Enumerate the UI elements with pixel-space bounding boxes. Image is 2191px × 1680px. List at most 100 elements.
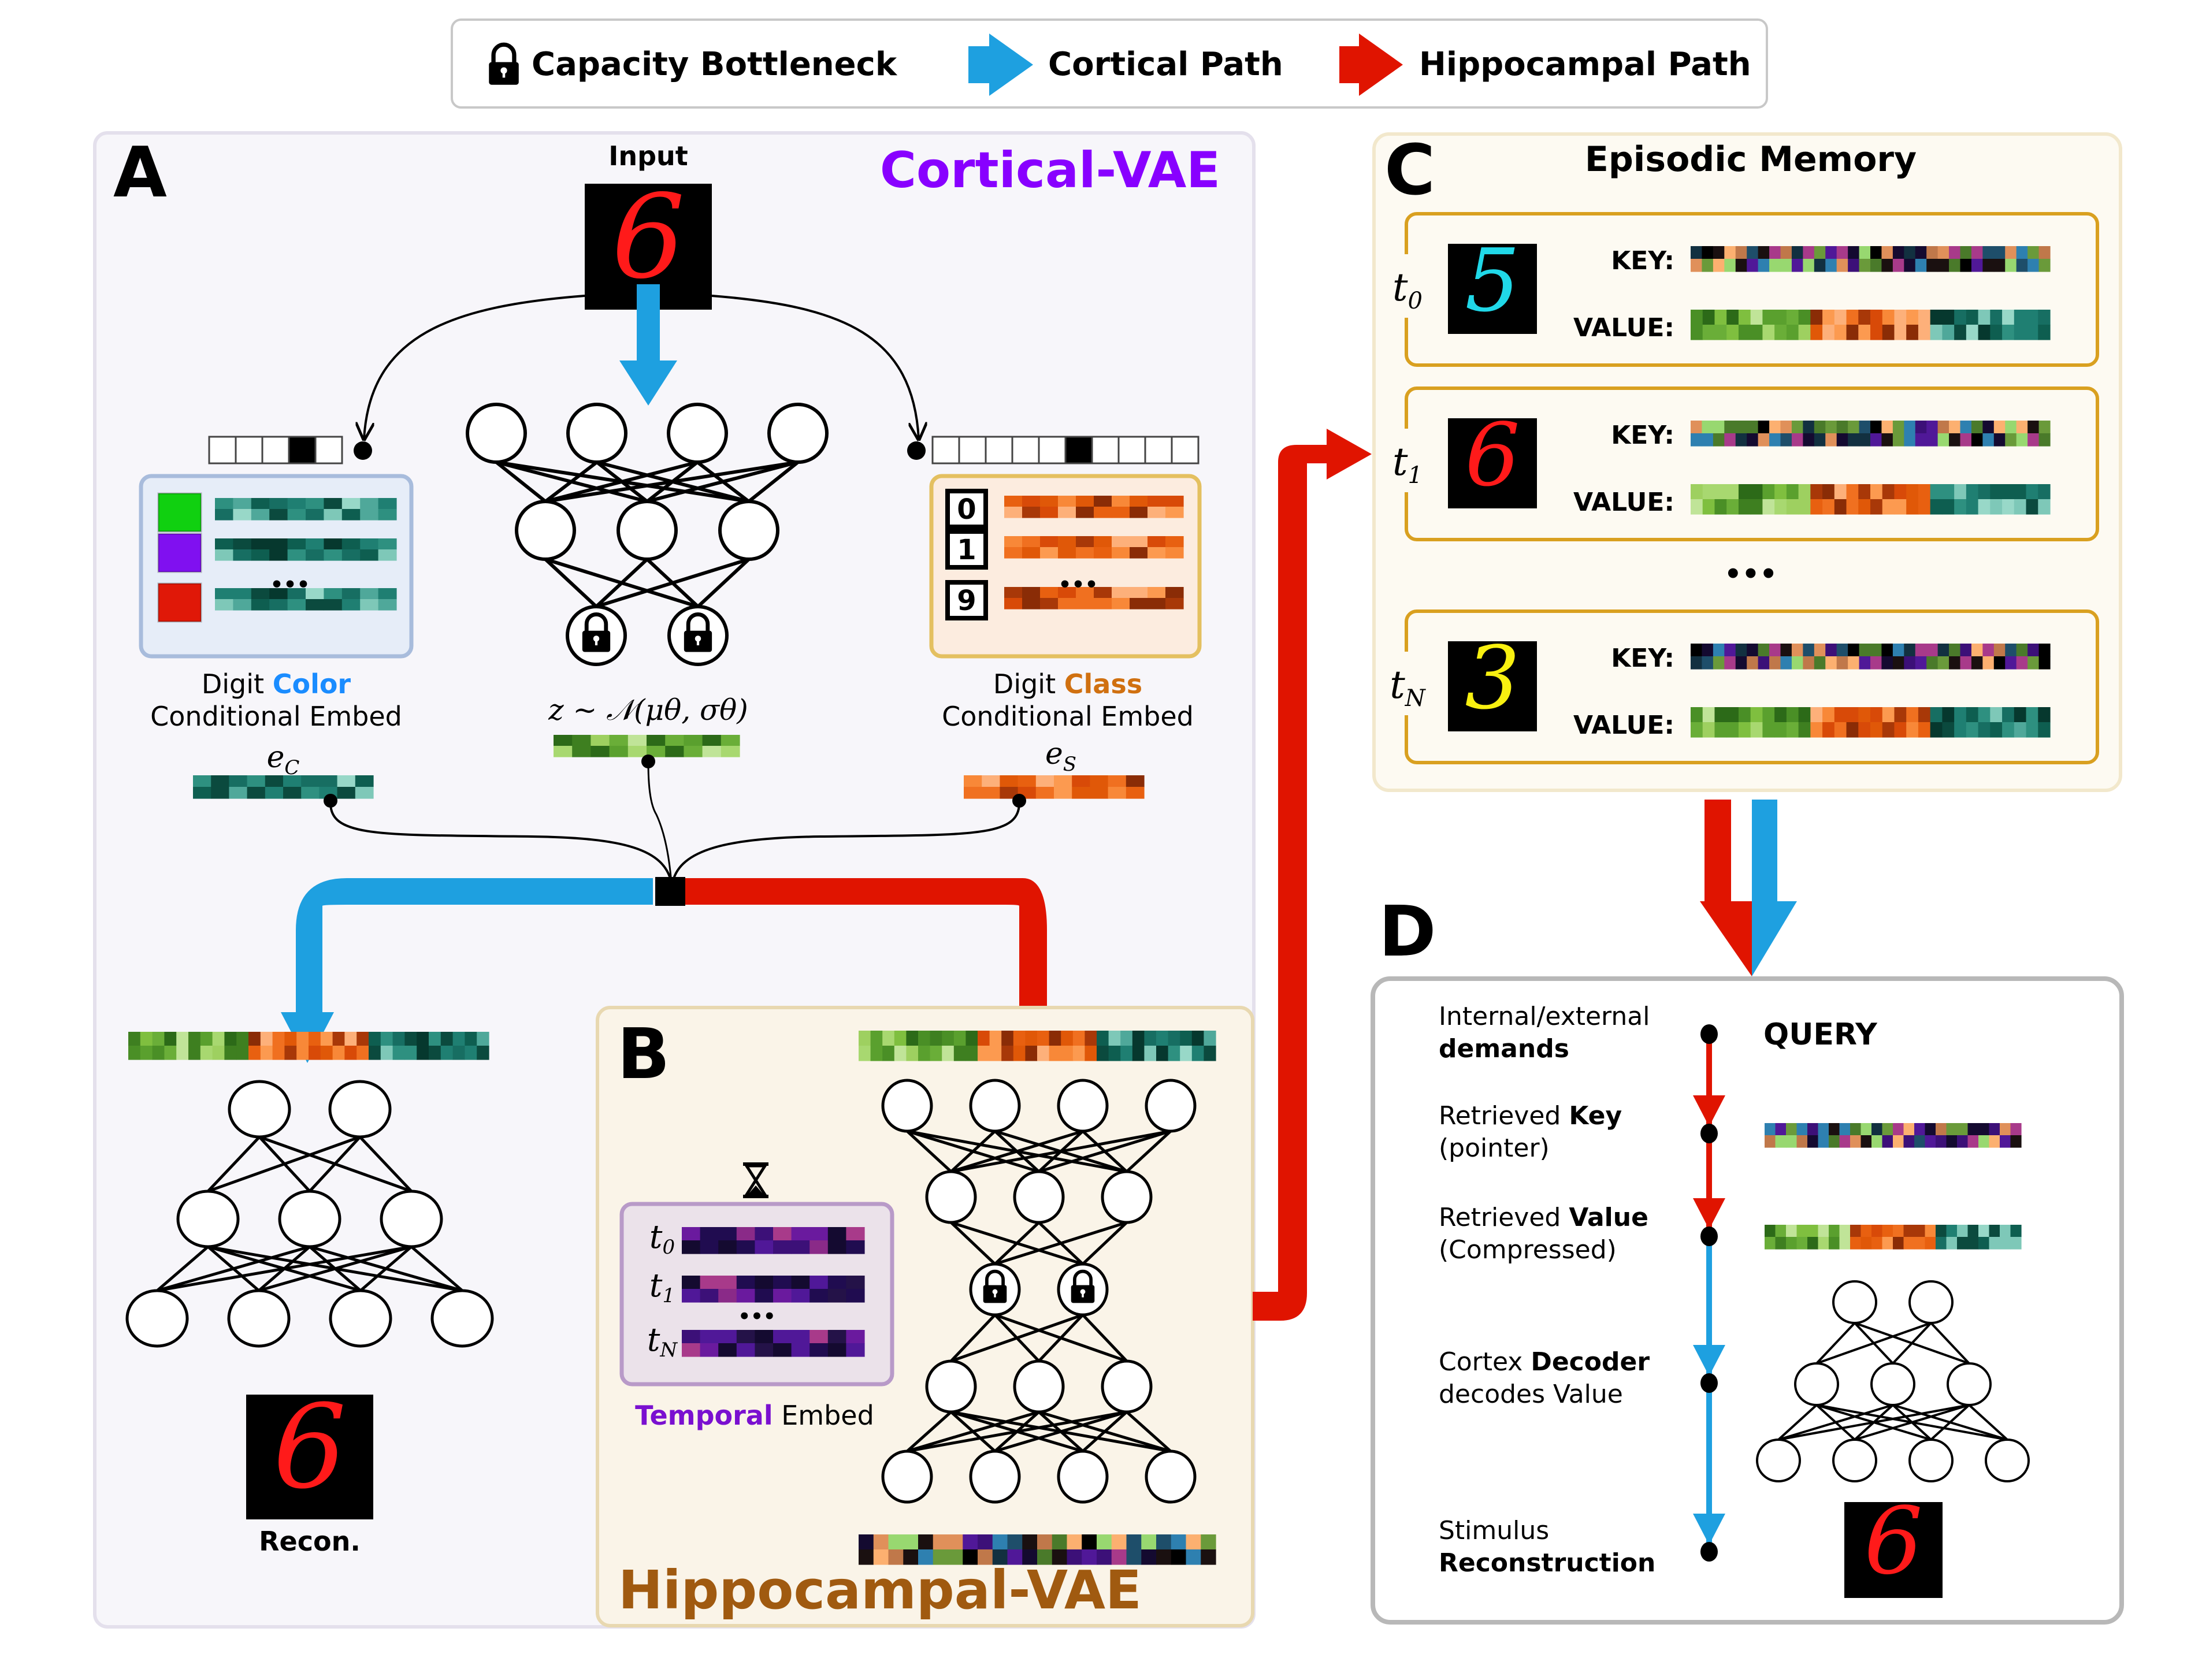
digit-image-background bbox=[1448, 641, 1537, 731]
cortical-concat-cell bbox=[440, 1032, 454, 1046]
memory-value-cell bbox=[1894, 707, 1907, 723]
class-embed-cell bbox=[1058, 536, 1076, 548]
value-label: VALUE: bbox=[1573, 313, 1674, 343]
memory-value-cell bbox=[1930, 310, 1943, 325]
memory-value-cell bbox=[2026, 325, 2038, 340]
hippocampal-input-cell bbox=[930, 1046, 942, 1061]
color-embed-cell bbox=[378, 498, 397, 510]
memory-value-cell bbox=[1786, 325, 1799, 340]
class-embed-cell bbox=[1022, 536, 1041, 548]
class-embed-cell bbox=[1130, 547, 1148, 559]
memory-key-cell bbox=[1870, 246, 1882, 259]
hippocampal-key-cell bbox=[1186, 1534, 1201, 1550]
memory-key-cell bbox=[1780, 421, 1792, 434]
network-edge bbox=[950, 1314, 996, 1362]
memory-key-cell bbox=[1926, 644, 1939, 657]
legend-label-capacity-bottleneck: Capacity Bottleneck bbox=[532, 46, 898, 83]
hippocampal-key-cell bbox=[1052, 1534, 1068, 1550]
hippocampal-input-cell bbox=[1025, 1031, 1038, 1046]
memory-key-cell bbox=[1825, 644, 1837, 657]
memory-value-cell bbox=[1918, 707, 1931, 723]
temporal-row-subscript: 0 bbox=[662, 1236, 675, 1259]
network-edge bbox=[950, 1129, 1171, 1173]
digit-glyph: 5 bbox=[1465, 231, 1520, 331]
memory-value-cell bbox=[1894, 310, 1907, 325]
memory-value-cell bbox=[1834, 499, 1847, 515]
memory-key-cell bbox=[1803, 656, 1815, 670]
cortical-concat-cell bbox=[164, 1032, 177, 1046]
class-embed-cell bbox=[1130, 598, 1148, 609]
hippocampal-input-cell bbox=[906, 1031, 919, 1046]
cortical-concat-cell bbox=[404, 1046, 417, 1060]
class-embed-cell bbox=[1148, 598, 1166, 609]
onehot-cell bbox=[1117, 436, 1146, 464]
cortical-concat-vector bbox=[128, 1032, 489, 1060]
memory-key-cell bbox=[1904, 656, 1916, 670]
temporal-embed-cell bbox=[846, 1240, 865, 1254]
retrieved-value-cell bbox=[1796, 1225, 1808, 1237]
memory-key-cell bbox=[1769, 246, 1781, 259]
memory-key-cell bbox=[1904, 433, 1916, 447]
memory-key-cell bbox=[1904, 246, 1916, 259]
es-cell bbox=[1072, 787, 1090, 799]
cortical-concat-cell bbox=[200, 1046, 213, 1060]
retrieved-key-cell bbox=[1850, 1135, 1862, 1148]
color-embed-cell bbox=[269, 509, 288, 521]
memory-value-cell bbox=[1954, 499, 1967, 515]
memory-value-cell bbox=[1738, 484, 1751, 500]
class-embed-cell bbox=[1040, 587, 1059, 599]
retrieved-key-cell bbox=[1893, 1123, 1904, 1136]
onehot-cell bbox=[931, 436, 960, 464]
ec-cell bbox=[283, 775, 302, 787]
memory-to-retrieval-arrow bbox=[1700, 800, 1797, 976]
retrieved-value-cell bbox=[1893, 1237, 1904, 1250]
red-arrow-icon bbox=[1339, 34, 1403, 96]
temporal-embed-cell bbox=[846, 1227, 865, 1241]
memory-key-cell bbox=[1747, 421, 1759, 434]
memory-value-cell bbox=[1930, 707, 1943, 723]
class-embed-cell bbox=[1094, 547, 1112, 559]
retrieved-value-cell bbox=[1946, 1237, 1958, 1250]
memory-value-cell bbox=[1906, 722, 1919, 738]
network-node bbox=[1057, 1449, 1109, 1504]
memory-key-cell bbox=[1735, 421, 1747, 434]
network-edge bbox=[1126, 1411, 1172, 1452]
memory-key-cell bbox=[1960, 433, 1972, 447]
key-label: KEY: bbox=[1611, 246, 1674, 276]
hippocampal-key-cell bbox=[1052, 1549, 1068, 1565]
memory-value-cell bbox=[1882, 325, 1895, 340]
memory-value-cell bbox=[1691, 325, 1703, 340]
step-line2: Reconstruction bbox=[1439, 1548, 1655, 1578]
memory-value-cell bbox=[1691, 707, 1703, 723]
memory-value-cell bbox=[2026, 707, 2038, 723]
memory-key-cell bbox=[1881, 246, 1893, 259]
memory-key-cell bbox=[1960, 656, 1972, 670]
cortical-concat-cell bbox=[344, 1046, 357, 1060]
memory-key-cell bbox=[1982, 433, 1995, 447]
hippocampal-input-cell bbox=[1180, 1046, 1193, 1061]
es-cell bbox=[1000, 775, 1019, 787]
memory-value-cell bbox=[1702, 499, 1715, 515]
temporal-embed-cell bbox=[718, 1276, 737, 1289]
hippocampal-input-cell bbox=[859, 1046, 871, 1061]
memory-value-cell bbox=[1810, 499, 1823, 515]
z-cell bbox=[554, 746, 573, 757]
memory-key-cell bbox=[2016, 421, 2028, 434]
color-embed-cell bbox=[360, 588, 379, 600]
hippocampal-input-cell bbox=[1204, 1046, 1216, 1061]
es-cell bbox=[1090, 775, 1109, 787]
class-embed-cell bbox=[1076, 598, 1094, 609]
memory-key-cell bbox=[1724, 656, 1736, 670]
network-edge bbox=[1082, 1411, 1128, 1452]
memory-value-cell bbox=[1906, 325, 1919, 340]
color-onehot-node bbox=[354, 441, 372, 460]
memory-key-cell bbox=[1870, 421, 1882, 434]
memory-value-cell bbox=[1906, 310, 1919, 325]
hippocampal-key-cell bbox=[888, 1534, 904, 1550]
retrieval-timeline bbox=[1693, 1024, 1725, 1562]
network-edge bbox=[157, 1245, 412, 1292]
memory-value-cell bbox=[1870, 499, 1883, 515]
memory-value-cell bbox=[1726, 499, 1739, 515]
color-embed-cell bbox=[233, 588, 252, 600]
hippocampal-key-cell bbox=[1097, 1549, 1112, 1565]
